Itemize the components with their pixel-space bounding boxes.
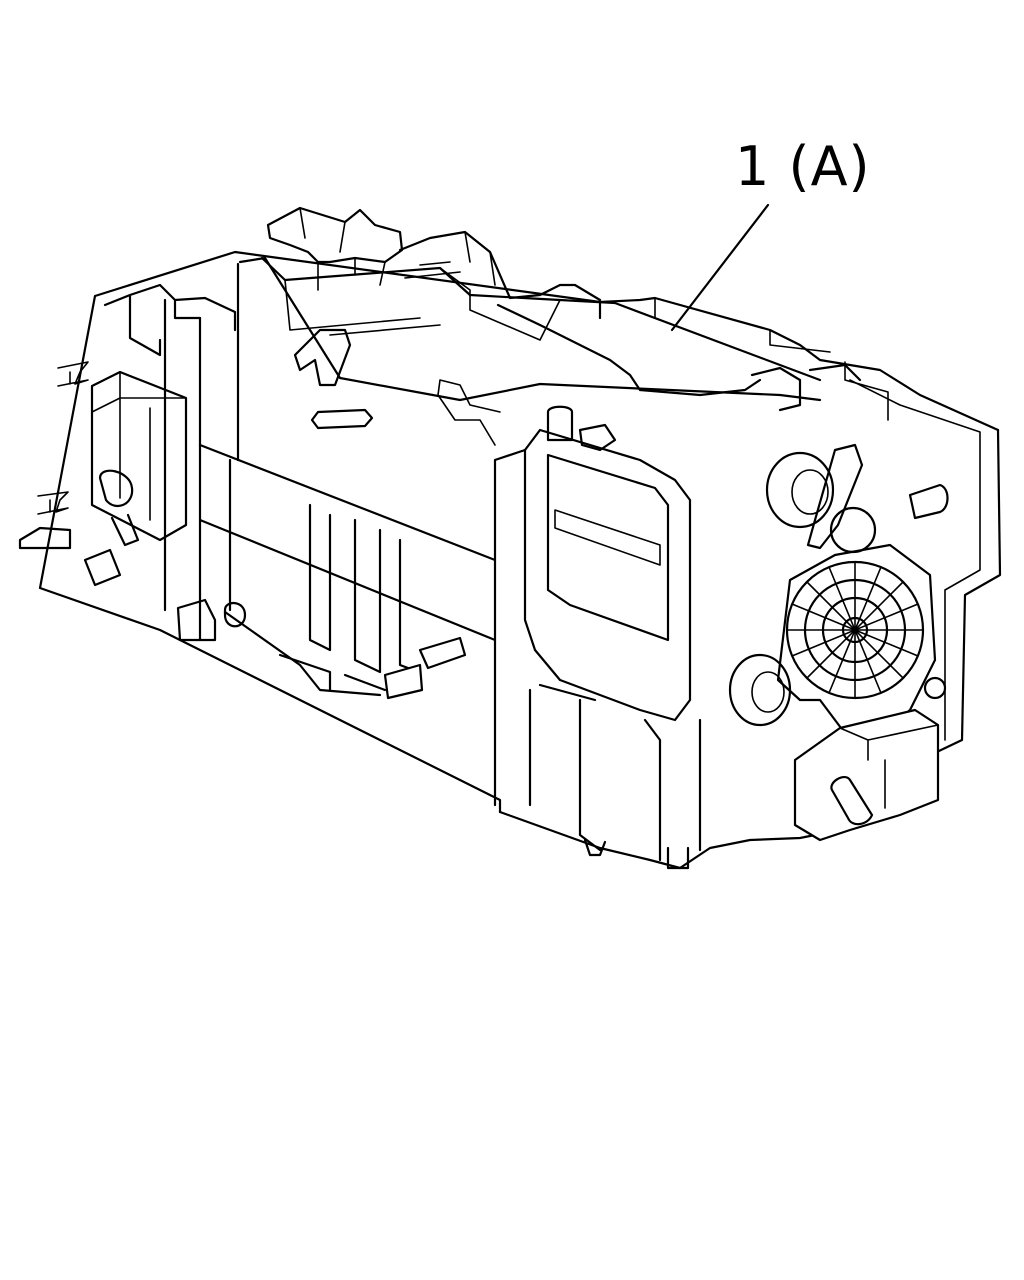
left-end-block-divider <box>91 371 187 521</box>
clip-lower-3 <box>223 602 247 628</box>
duct-side-slot <box>310 408 374 430</box>
front-lower-panel <box>493 448 702 862</box>
actuator-lever <box>806 443 864 550</box>
front-panel-frame <box>523 428 692 722</box>
top-left-bracket <box>103 283 237 357</box>
clip-lower-2 <box>83 548 122 587</box>
duct-top-clip <box>293 328 352 387</box>
blend-door-motor <box>793 708 940 842</box>
left-mount-pin-upper <box>57 361 89 387</box>
blend-door-motor-shaft <box>830 775 874 826</box>
right-upper-fitting <box>908 483 949 520</box>
lever-pivot <box>829 506 877 554</box>
left-mount-pin-lower <box>37 491 69 515</box>
main-body-top <box>238 256 822 402</box>
left-support-post <box>163 262 240 642</box>
drain-tube-2 <box>666 846 690 870</box>
right-screw <box>923 676 947 700</box>
mid-body-rib-1 <box>278 503 332 692</box>
main-body-top-inner <box>260 256 822 382</box>
drain-tube-1 <box>583 838 607 857</box>
mid-body-rib-2 <box>343 518 387 692</box>
refrigerant-line <box>496 303 762 397</box>
right-upper-bracket <box>750 363 862 412</box>
left-clip <box>98 469 140 547</box>
top-actuator-detail <box>299 207 386 291</box>
clip-lower-1 <box>176 598 217 642</box>
base-plate <box>38 250 602 814</box>
right-end-housing-inner <box>849 379 981 741</box>
mid-body-rib-3 <box>398 538 410 670</box>
port-upper-inner <box>791 469 829 515</box>
top-center-fitting-2 <box>578 423 617 452</box>
clip-lower-4 <box>383 636 467 700</box>
right-upper-box-lip <box>654 297 889 421</box>
port-upper <box>765 451 835 529</box>
top-bracket-center <box>437 379 501 446</box>
upper-duct-band <box>404 231 496 286</box>
top-actuator-knob <box>266 206 404 264</box>
port-lower <box>728 653 792 727</box>
mode-door-gear <box>785 560 925 700</box>
callout-leader-line <box>670 203 770 332</box>
right-upper-box <box>598 296 1000 432</box>
top-center-fitting <box>546 405 574 442</box>
port-lower-inner <box>751 671 785 713</box>
blend-door-motor-detail <box>839 724 939 809</box>
main-body-ridge <box>284 267 561 341</box>
callout-label: 1 (A) <box>735 135 871 198</box>
front-panel-slot <box>554 509 661 566</box>
base-plate-edge <box>18 526 72 550</box>
mid-body-housing <box>198 443 497 697</box>
front-panel-window <box>546 453 670 642</box>
upper-duct <box>398 230 602 302</box>
